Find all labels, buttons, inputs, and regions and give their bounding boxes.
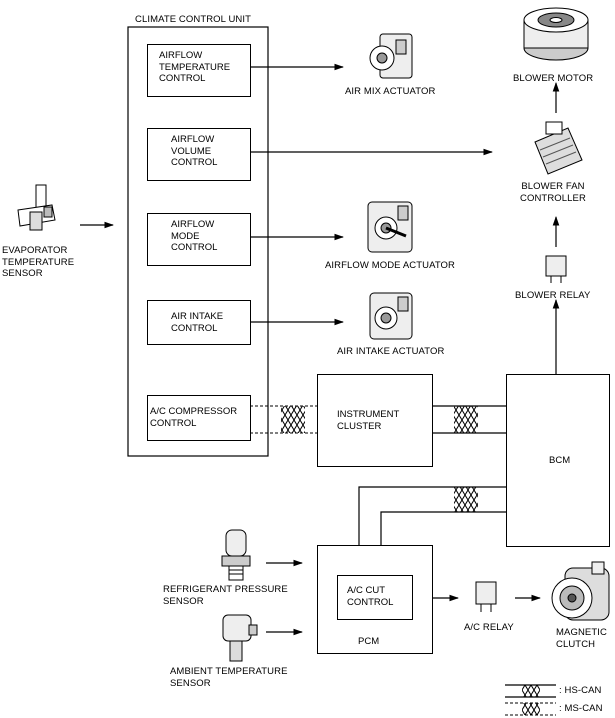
ambient-temperature-sensor-icon <box>222 614 258 662</box>
hs-can-link-pcm-bcm <box>358 486 507 545</box>
instrument-cluster-box: INSTRUMENT CLUSTER <box>317 374 433 467</box>
magnetic-clutch-icon <box>551 561 610 621</box>
airflow-mode-actuator-label: AIRFLOW MODE ACTUATOR <box>325 260 456 271</box>
legend-ms-can-label: : MS-CAN <box>559 703 603 714</box>
ac-compressor-control-label: A/C COMPRESSOR CONTROL <box>150 406 238 429</box>
blower-motor-label: BLOWER MOTOR <box>513 73 594 84</box>
blower-relay-label: BLOWER RELAY <box>515 290 591 301</box>
air-intake-actuator-icon <box>369 292 413 340</box>
ms-can-link <box>250 405 318 434</box>
airflow-temperature-control-box: AIRFLOW TEMPERATURE CONTROL <box>147 44 251 97</box>
blower-relay-icon <box>545 255 567 283</box>
airflow-mode-actuator-icon <box>367 201 413 253</box>
ac-cut-control-box: A/C CUT CONTROL <box>337 575 413 620</box>
evaporator-sensor-icon <box>17 184 56 231</box>
air-intake-control-label: AIR INTAKE CONTROL <box>171 311 224 334</box>
pcm-label: PCM <box>358 636 380 647</box>
air-mix-actuator-icon <box>369 33 413 79</box>
ac-compressor-control-box: A/C COMPRESSOR CONTROL <box>147 395 251 441</box>
airflow-volume-control-box: AIRFLOW VOLUME CONTROL <box>147 128 251 181</box>
ambient-temperature-sensor-label: AMBIENT TEMPERATURE SENSOR <box>170 666 288 689</box>
airflow-mode-control-label: AIRFLOW MODE CONTROL <box>171 219 218 253</box>
blower-fan-controller-label: BLOWER FAN CONTROLLER <box>520 181 586 204</box>
ac-cut-control-label: A/C CUT CONTROL <box>347 585 394 608</box>
air-mix-actuator-label: AIR MIX ACTUATOR <box>345 86 436 97</box>
hs-can-link-cluster-bcm <box>432 405 507 434</box>
refrigerant-pressure-sensor-icon <box>221 529 251 581</box>
airflow-mode-control-box: AIRFLOW MODE CONTROL <box>147 213 251 266</box>
bcm-label: BCM <box>549 455 571 466</box>
air-intake-control-box: AIR INTAKE CONTROL <box>147 300 251 345</box>
legend-hs-can-label: : HS-CAN <box>559 685 602 696</box>
air-intake-actuator-label: AIR INTAKE ACTUATOR <box>337 346 445 357</box>
blower-fan-controller-icon <box>534 121 583 175</box>
legend-ms-can-symbol <box>505 702 556 716</box>
magnetic-clutch-label: MAGNETIC CLUTCH <box>556 627 607 650</box>
instrument-cluster-label: INSTRUMENT CLUSTER <box>337 409 400 432</box>
blower-motor-icon <box>523 7 589 61</box>
climate-control-unit-title: CLIMATE CONTROL UNIT <box>135 14 252 25</box>
climate-control-unit-box <box>127 26 269 457</box>
evaporator-sensor-label: EVAPORATOR TEMPERATURE SENSOR <box>2 245 75 279</box>
legend-hs-can-symbol <box>505 684 556 698</box>
bcm-box: BCM <box>506 374 610 547</box>
airflow-volume-control-label: AIRFLOW VOLUME CONTROL <box>171 134 218 168</box>
refrigerant-pressure-sensor-label: REFRIGERANT PRESSURE SENSOR <box>163 584 288 607</box>
ac-relay-icon <box>475 581 497 612</box>
airflow-temperature-control-label: AIRFLOW TEMPERATURE CONTROL <box>159 50 231 84</box>
ac-relay-label: A/C RELAY <box>464 622 514 633</box>
